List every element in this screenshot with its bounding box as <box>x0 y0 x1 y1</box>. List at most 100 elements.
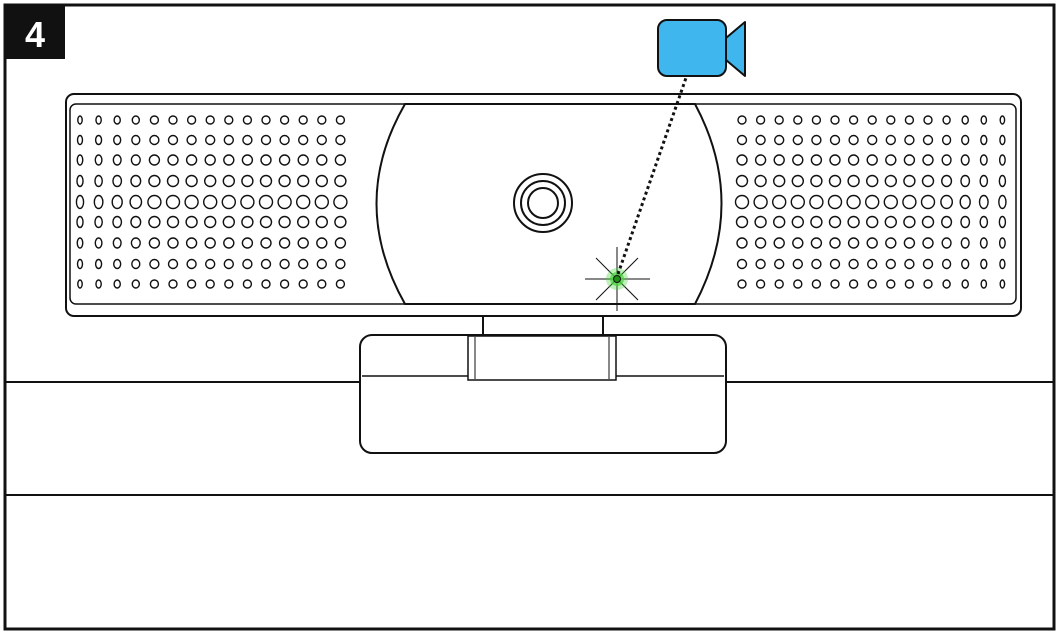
speaker-hole <box>884 215 897 229</box>
speaker-hole <box>755 115 766 125</box>
speaker-hole <box>223 237 235 249</box>
step-number: 4 <box>25 14 45 55</box>
camera-lens <box>513 173 573 233</box>
speaker-hole <box>848 115 859 125</box>
speaker-hole <box>960 237 970 249</box>
speaker-hole <box>147 194 162 210</box>
speaker-hole <box>867 115 877 125</box>
speaker-hole <box>883 194 898 210</box>
speaker-hole <box>278 215 291 229</box>
speaker-hole <box>94 237 103 249</box>
speaker-hole <box>904 279 915 289</box>
speaker-hole <box>754 237 767 249</box>
speaker-hole <box>941 154 952 166</box>
speaker-hole <box>941 258 952 270</box>
speaker-hole <box>333 194 348 210</box>
speaker-hole <box>902 194 917 210</box>
speaker-hole <box>113 279 121 289</box>
speaker-hole <box>129 194 143 210</box>
speaker-hole <box>260 134 272 146</box>
speaker-hole <box>130 237 141 249</box>
speaker-hole <box>203 215 217 229</box>
speaker-hole <box>241 154 254 166</box>
speaker-hole <box>316 258 327 270</box>
speaker-hole <box>941 215 953 229</box>
speaker-hole <box>260 154 272 166</box>
speaker-hole <box>242 279 253 289</box>
speaker-hole <box>131 115 141 125</box>
speaker-hole <box>224 279 234 289</box>
speaker-hole <box>885 237 897 249</box>
speaker-hole <box>921 174 935 188</box>
speaker-hole <box>167 237 179 249</box>
speaker-hole <box>922 154 934 166</box>
speaker-hole <box>903 237 916 249</box>
speaker-hole <box>258 194 274 210</box>
speaker-hole <box>298 279 308 289</box>
speaker-hole <box>829 237 841 249</box>
speaker-hole <box>734 194 750 210</box>
speaker-hole <box>242 115 253 125</box>
speaker-hole <box>773 154 785 166</box>
speaker-hole <box>904 115 915 125</box>
speaker-hole <box>774 258 785 270</box>
speaker-hole <box>848 279 859 289</box>
speaker-hole <box>113 258 122 270</box>
speaker-hole <box>830 115 840 125</box>
speaker-hole <box>736 258 748 270</box>
speaker-hole <box>790 194 805 210</box>
speaker-hole <box>297 154 309 166</box>
speaker-hole <box>885 134 896 146</box>
speaker-hole <box>259 174 273 188</box>
speaker-hole <box>886 279 896 289</box>
speaker-hole <box>241 174 254 188</box>
speaker-hole <box>961 279 969 289</box>
speaker-hole <box>223 154 235 166</box>
speaker-hole <box>261 279 271 289</box>
speaker-hole <box>810 174 823 188</box>
speaker-hole <box>848 134 859 146</box>
speaker-hole <box>922 134 934 146</box>
speaker-hole <box>811 279 822 289</box>
speaker-hole <box>753 194 768 210</box>
speaker-hole <box>149 115 160 125</box>
speaker-hole <box>941 174 953 188</box>
speaker-hole <box>112 174 123 188</box>
speaker-hole <box>297 237 309 249</box>
speaker-hole <box>94 154 103 166</box>
speaker-hole <box>167 154 179 166</box>
speaker-hole <box>999 134 1006 146</box>
speaker-hole <box>904 258 915 270</box>
speaker-hole <box>903 215 916 229</box>
speaker-hole <box>240 194 255 210</box>
speaker-hole <box>279 134 290 146</box>
speaker-hole <box>961 115 969 125</box>
speaker-hole <box>315 215 328 229</box>
speaker-hole <box>167 134 179 146</box>
speaker-hole <box>811 134 822 146</box>
speaker-hole <box>959 194 971 210</box>
speaker-hole <box>791 215 804 229</box>
speaker-hole <box>737 279 747 289</box>
speaker-hole <box>223 134 235 146</box>
speaker-hole <box>76 215 84 229</box>
speaker-hole <box>297 174 310 188</box>
video-camera-body <box>657 19 727 77</box>
speaker-hole <box>980 258 988 270</box>
speaker-hole <box>76 174 84 188</box>
speaker-hole <box>866 154 878 166</box>
step-badge: 4 <box>5 5 65 59</box>
speaker-hole <box>979 154 988 166</box>
video-camera-lens <box>725 21 746 77</box>
speaker-hole <box>923 279 933 289</box>
speaker-hole <box>979 174 989 188</box>
speaker-hole <box>998 194 1007 210</box>
speaker-hole <box>979 215 989 229</box>
speaker-hole <box>773 215 786 229</box>
speaker-hole <box>222 215 236 229</box>
speaker-hole <box>165 194 181 210</box>
speaker-hole <box>755 279 766 289</box>
speaker-hole <box>923 115 933 125</box>
speaker-hole <box>278 154 291 166</box>
speaker-hole <box>130 154 141 166</box>
